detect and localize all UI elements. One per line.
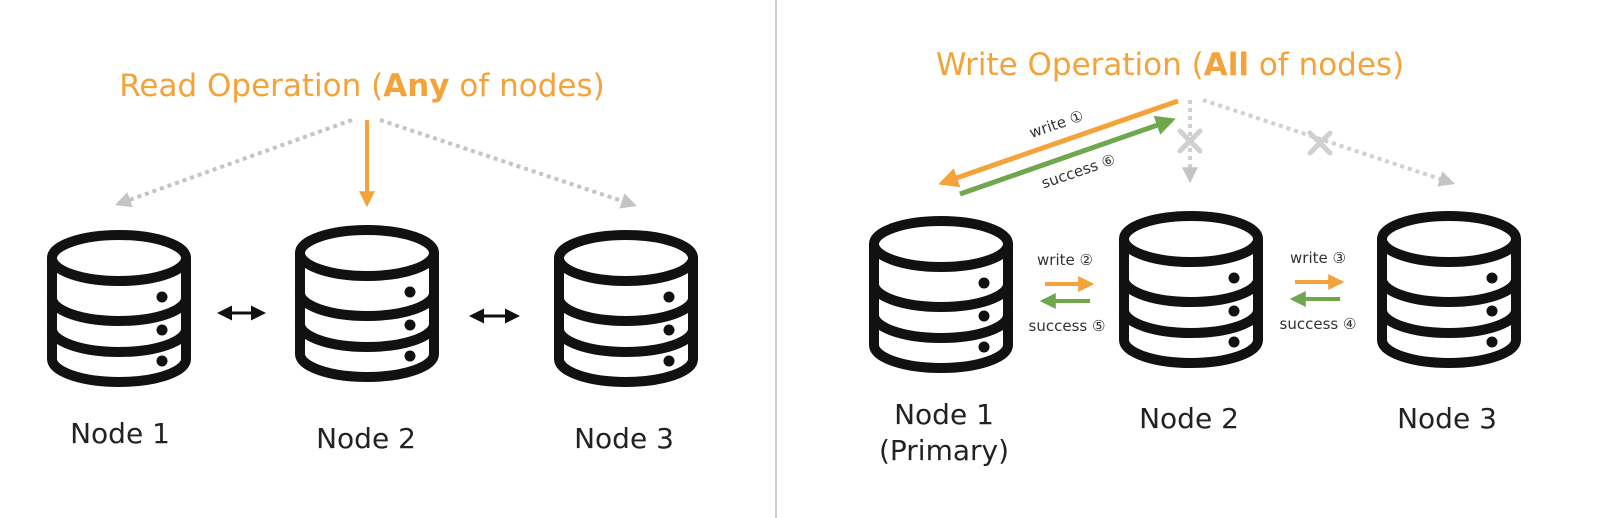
blocked-x-icon [1307, 130, 1333, 156]
blocked-arrow-node3 [1202, 98, 1456, 187]
database-icon [874, 221, 1008, 368]
step-write-2: write ② [1037, 251, 1093, 269]
step-success-5: success ⑤ [1029, 317, 1106, 335]
read-node3-label: Node 3 [574, 422, 674, 455]
write-node1-role: (Primary) [879, 434, 1009, 467]
read-node1-label: Node 1 [70, 417, 170, 450]
write-node2-label: Node 2 [1139, 402, 1239, 435]
database-icon [300, 230, 434, 377]
read-title: Read Operation (Any of nodes) [119, 68, 604, 104]
write-node1-label: Node 1 [894, 398, 994, 431]
read-arrow-node3 [379, 118, 638, 209]
success-arrow-from-primary [959, 115, 1176, 197]
write-node3-label: Node 3 [1397, 402, 1497, 435]
read-panel: Read Operation (Any of nodes) Node 1 Nod… [52, 68, 693, 455]
step-write-3: write ③ [1290, 249, 1346, 267]
database-icon [1382, 216, 1516, 363]
database-icon [1124, 216, 1258, 363]
write-panel: Write Operation (All of nodes) write ① s… [874, 47, 1516, 467]
database-icon [559, 235, 693, 382]
write-arrow-to-primary [938, 98, 1179, 188]
read-node2-label: Node 2 [316, 422, 416, 455]
database-icon [52, 235, 186, 382]
write-title: Write Operation (All of nodes) [936, 47, 1404, 83]
read-arrow-node1 [114, 118, 353, 208]
step-success-4: success ④ [1280, 315, 1357, 333]
blocked-x-icon [1177, 128, 1203, 154]
step-success-6: success ⑥ [1039, 150, 1118, 192]
